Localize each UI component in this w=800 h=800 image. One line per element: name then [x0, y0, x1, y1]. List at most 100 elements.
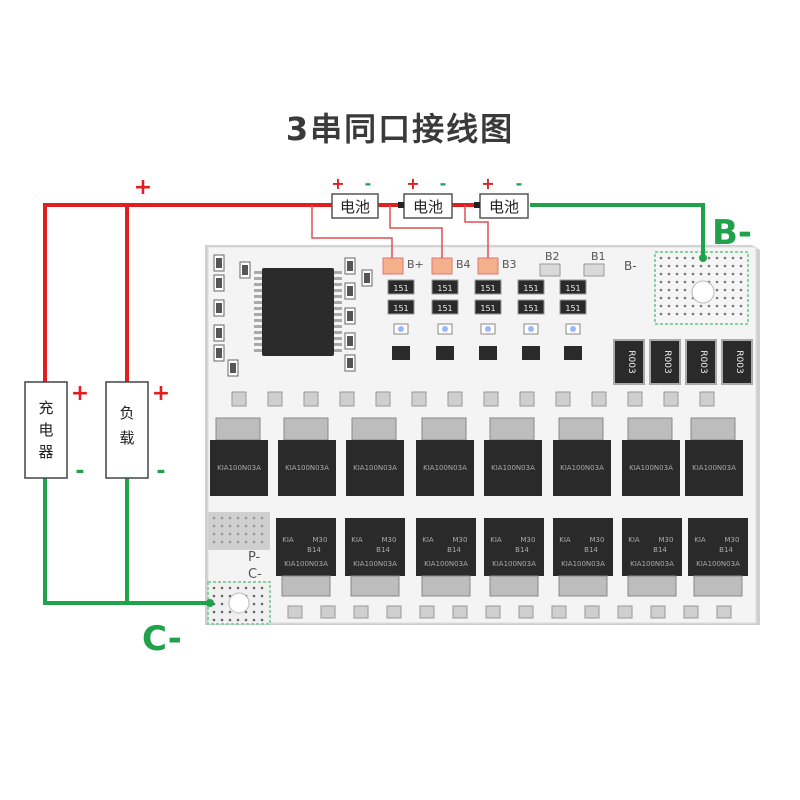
via [715, 304, 719, 308]
smd-part-body [216, 278, 222, 288]
mosfet-code: KIA [282, 536, 294, 544]
smd-part-body [364, 273, 370, 283]
via [707, 304, 711, 308]
mosfet [553, 518, 613, 576]
via [731, 312, 735, 316]
mosfet [622, 518, 682, 576]
via [260, 610, 264, 614]
via [236, 524, 240, 528]
mosfet-code: KIA100N03A [285, 464, 329, 472]
via [659, 264, 663, 268]
transistor [479, 346, 497, 360]
small-components [213, 254, 373, 377]
via [212, 516, 216, 520]
mosfet-code: KIA100N03A [423, 464, 467, 472]
via [236, 516, 240, 520]
load-box: 负 载 + - [105, 381, 170, 484]
diagram-title: 3串同口接线图 [285, 110, 515, 148]
via [739, 312, 743, 316]
battery-1-minus: - [365, 174, 372, 193]
mosfet-tab [281, 575, 331, 597]
positive-wire-charger [43, 203, 332, 382]
via [683, 304, 687, 308]
shunt-resistor [649, 339, 681, 385]
via [667, 304, 671, 308]
via [707, 264, 711, 268]
load-plus: + [152, 381, 170, 406]
solder-tab [591, 391, 607, 407]
via [691, 264, 695, 268]
mosfet-tab [421, 417, 467, 441]
mosfet-code: B14 [584, 546, 598, 554]
resistor-151 [517, 299, 545, 315]
charger-label-3: 器 [38, 443, 53, 461]
via [212, 618, 216, 622]
solder-tab [627, 391, 643, 407]
via [675, 280, 679, 284]
via [252, 516, 256, 520]
via [659, 288, 663, 292]
mosfet-code: KIA100N03A [696, 560, 740, 568]
pad-label-bplus: B+ [407, 258, 424, 271]
transistor [436, 346, 454, 360]
shunt-resistor [721, 339, 753, 385]
via [723, 256, 727, 260]
via [252, 602, 256, 606]
mosfet-code: KIA100N03A [353, 464, 397, 472]
mosfet-row-top: KIA100N03A KIA100N03A KIA100N03A KIA100N03A… [210, 417, 743, 496]
via [244, 540, 248, 544]
ic-pin [334, 337, 342, 340]
ic-pin [254, 289, 262, 292]
via [228, 610, 232, 614]
shunt-code: R003 [626, 350, 636, 373]
via [236, 586, 240, 590]
via [683, 264, 687, 268]
mosfet-code: M30 [725, 536, 740, 544]
via [691, 312, 695, 316]
ic-pin [334, 283, 342, 286]
ic-pin [254, 301, 262, 304]
ic-pin [334, 313, 342, 316]
ic-pin [334, 343, 342, 346]
battery-2-minus: - [440, 174, 447, 193]
shunt-code: R003 [698, 350, 708, 373]
via [252, 610, 256, 614]
mosfet-code: KIA [351, 536, 363, 544]
solder-tab [452, 605, 468, 619]
shunt-code: R003 [662, 350, 672, 373]
via [699, 312, 703, 316]
via [731, 288, 735, 292]
ic-pin [254, 313, 262, 316]
via [691, 280, 695, 284]
led-lens [528, 326, 534, 332]
via [260, 586, 264, 590]
via [659, 280, 663, 284]
pad-label-cminus: C- [248, 567, 262, 582]
mosfet-tab [558, 575, 608, 597]
ic-pin [334, 319, 342, 322]
via [252, 594, 256, 598]
battery-3-plus: + [481, 174, 494, 193]
via [699, 264, 703, 268]
smd-part-body [347, 261, 353, 271]
ic-pin [334, 271, 342, 274]
solder-tab [663, 391, 679, 407]
mosfet-code: KIA100N03A [692, 464, 736, 472]
via [212, 532, 216, 536]
via [220, 610, 224, 614]
mosfet-code: KIA100N03A [491, 464, 535, 472]
via [212, 524, 216, 528]
pad-label-bminus: B- [624, 259, 637, 273]
solder-tab [650, 605, 666, 619]
via [739, 272, 743, 276]
via [723, 296, 727, 300]
via [731, 264, 735, 268]
solder-tab [267, 391, 283, 407]
resistor-151 [517, 279, 545, 295]
via [731, 272, 735, 276]
resistor-151-code: 151 [565, 304, 580, 313]
c-minus-label: C- [142, 619, 182, 659]
pad-b1 [583, 263, 605, 277]
mosfet-tab [690, 417, 736, 441]
